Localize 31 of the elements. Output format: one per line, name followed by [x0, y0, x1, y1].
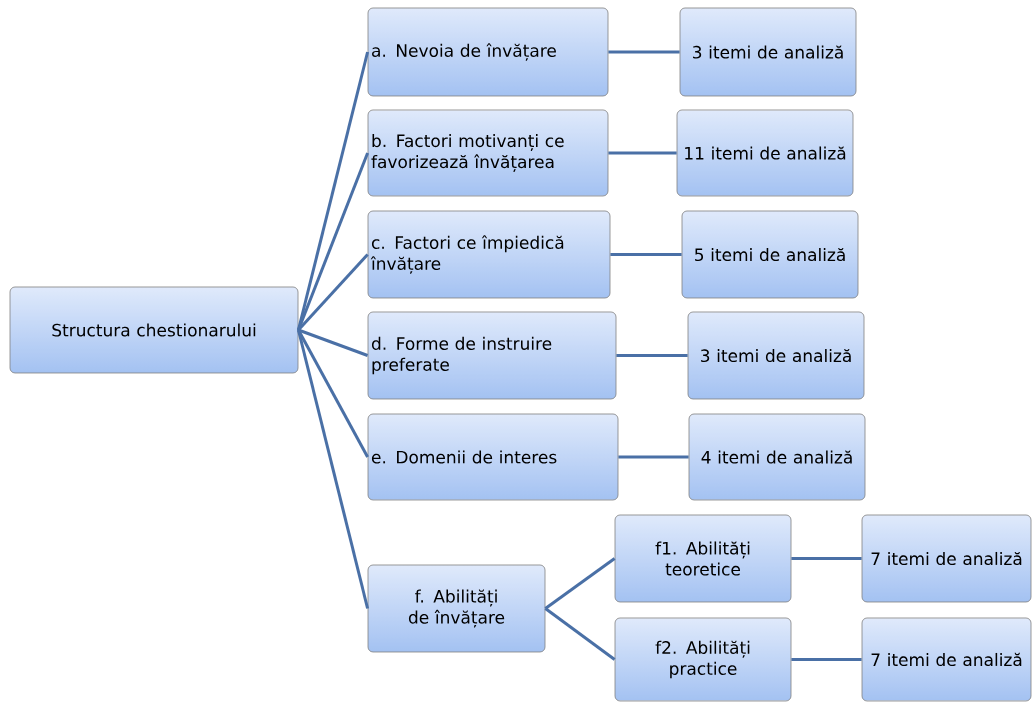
connector-line — [297, 253, 369, 331]
process-box: f1. Abilități teoretice — [614, 514, 792, 603]
connector-line — [296, 329, 370, 609]
connector-line — [610, 253, 682, 256]
process-box: 3 itemi de analiză — [679, 7, 857, 97]
process-box: 4 itemi de analiză — [688, 413, 866, 501]
connector-line — [791, 557, 862, 560]
process-box: 3 itemi de analiză — [687, 311, 865, 400]
connector-line — [296, 51, 370, 331]
connector-line — [608, 50, 680, 54]
process-box: 5 itemi de analiză — [681, 210, 859, 299]
connector-line — [618, 455, 689, 459]
connector-line — [297, 328, 369, 357]
connector-line — [297, 152, 369, 331]
process-box: 7 itemi de analiză — [861, 617, 1032, 702]
process-box: Structura chestionarului — [9, 286, 299, 374]
process-box: f. Abilități de învățare — [367, 564, 546, 653]
process-box: d. Forme de instruire preferate — [367, 311, 617, 400]
process-box: e. Domenii de interes — [367, 413, 619, 501]
connector-line — [544, 607, 616, 661]
connector-line — [297, 329, 369, 458]
process-box: 7 itemi de analiză — [861, 514, 1032, 603]
process-box: b. Factori motivanți ce favorizează învățarea — [367, 109, 609, 197]
process-box: f2. Abilități practice — [614, 617, 792, 702]
connector-line — [616, 354, 688, 357]
process-box: 11 itemi de analiză — [676, 109, 854, 197]
connector-line — [544, 557, 616, 610]
connector-line — [791, 658, 862, 661]
process-box: c. Factori ce împiedică învățare — [367, 210, 611, 299]
process-box: a. Nevoia de învățare — [367, 7, 609, 97]
connector-line — [608, 151, 677, 155]
